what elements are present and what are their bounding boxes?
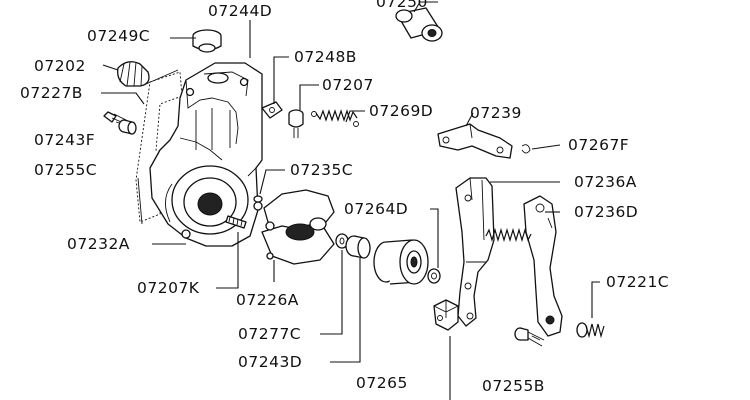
label-07249C: 07249C bbox=[87, 27, 150, 45]
label-07265: 07265 bbox=[356, 374, 408, 392]
part-07264D-washer bbox=[427, 268, 441, 284]
part-07243D-collar bbox=[345, 235, 371, 259]
label-07269D: 07269D bbox=[369, 102, 433, 120]
leader-lines bbox=[101, 1, 600, 400]
part-lever-pivot-block bbox=[433, 299, 459, 331]
label-07267F: 07267F bbox=[568, 136, 629, 154]
label-07255C: 07255C bbox=[34, 161, 97, 179]
part-07269D-spring bbox=[311, 109, 359, 127]
label-07226A: 07226A bbox=[236, 291, 299, 309]
part-07250-sleeve bbox=[395, 7, 443, 42]
label-07244D: 07244D bbox=[208, 2, 272, 20]
part-07265-roller bbox=[373, 239, 429, 285]
label-07236D: 07236D bbox=[574, 203, 638, 221]
label-07227B: 07227B bbox=[20, 84, 83, 102]
label-07277C: 07277C bbox=[238, 325, 301, 343]
part-07207-bolt bbox=[288, 109, 304, 138]
label-07255B: 07255B bbox=[482, 377, 545, 395]
label-07232A: 07232A bbox=[67, 235, 130, 253]
label-07239: 07239 bbox=[470, 104, 522, 122]
part-07236D-lever-arm bbox=[523, 195, 563, 337]
label-07250: 07250 bbox=[376, 0, 428, 11]
part-lever-spring bbox=[485, 227, 532, 243]
part-07248B-plate bbox=[261, 101, 283, 119]
label-07248B: 07248B bbox=[294, 48, 357, 66]
part-07221C-adjust-screw bbox=[576, 322, 605, 339]
part-07236A-lever-plate bbox=[455, 177, 495, 327]
label-07243D: 07243D bbox=[238, 353, 302, 371]
label-07207K: 07207K bbox=[137, 279, 200, 297]
part-07255C-bushing bbox=[118, 119, 137, 135]
label-07207: 07207 bbox=[322, 76, 374, 94]
label-07243F: 07243F bbox=[34, 131, 95, 149]
part-07227B-gasket bbox=[135, 69, 183, 225]
part-07207K-stud bbox=[225, 215, 247, 229]
part-07239-lever bbox=[437, 123, 513, 159]
label-07221C: 07221C bbox=[606, 273, 669, 291]
label-07235C: 07235C bbox=[290, 161, 353, 179]
part-07244D-cap bbox=[192, 29, 222, 53]
part-07202-boot bbox=[117, 61, 150, 87]
part-07255B-bolt bbox=[514, 327, 545, 347]
label-07236A: 07236A bbox=[574, 173, 637, 191]
label-07202: 07202 bbox=[34, 57, 86, 75]
part-07232A-housing bbox=[149, 62, 263, 247]
label-07264D: 07264D bbox=[344, 200, 408, 218]
part-07267F-clip bbox=[521, 144, 531, 154]
part-07226A-bracket bbox=[261, 189, 335, 265]
part-07235C-pin bbox=[253, 195, 263, 203]
